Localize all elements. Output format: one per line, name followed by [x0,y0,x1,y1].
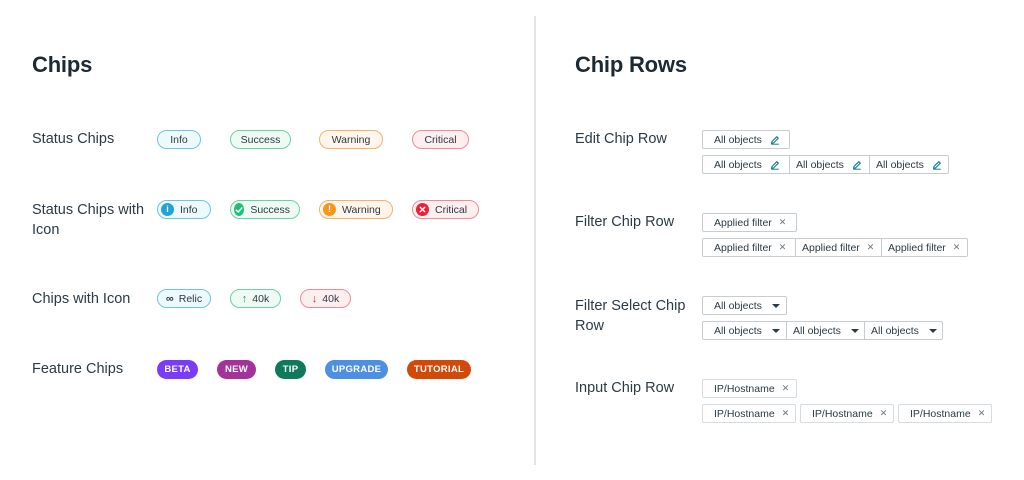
upgrade-chip[interactable]: UPGRADE [325,360,388,379]
chip-label: All objects [796,158,844,171]
chip-label: Critical [435,203,468,216]
tutorial-chip[interactable]: TUTORIAL [407,360,471,379]
chip-label: All objects [714,299,762,312]
filter-select-chip[interactable]: All objects [702,296,787,315]
close-icon[interactable]: ✕ [781,408,790,418]
chip-label: All objects [714,133,762,146]
critical-icon-chip[interactable]: Critical [412,200,479,219]
close-icon[interactable]: ✕ [866,242,875,252]
chip-label: 40k [252,292,270,305]
chip-label: All objects [714,324,762,337]
caret-down-icon [771,303,780,308]
caret-down-icon [928,328,937,333]
pencil-icon[interactable] [770,135,780,145]
edit-chip[interactable]: All objects [869,156,948,173]
success-icon-chip[interactable]: Success [230,200,300,219]
close-icon[interactable]: ✕ [781,383,790,393]
close-icon[interactable]: ✕ [977,408,986,418]
chip-label: IP/Hostname [812,407,873,420]
chips-title: Chips [32,52,93,77]
close-icon[interactable]: ✕ [778,217,787,227]
chip-label: Relic [178,292,203,305]
chip-label: Success [250,203,290,216]
edit-chip-row-label: Edit Chip Row [575,131,667,147]
chip-label: All objects [871,324,919,337]
panel-divider [534,16,536,465]
pencil-icon[interactable] [852,160,862,170]
chip-label: IP/Hostname [714,407,775,420]
input-chip[interactable]: IP/Hostname ✕ [702,379,797,398]
edit-chip-group: All objects All objects All objects [702,155,949,174]
tip-chip[interactable]: TIP [275,360,306,379]
filter-select-chip-row-label: Filter Select Chip Row [575,298,686,334]
info-chip[interactable]: Info [157,130,201,149]
arrow-down-icon: ↓ [311,292,318,305]
caret-down-icon [771,328,780,333]
filter-select-chip[interactable]: All objects [864,322,942,339]
filter-chip[interactable]: Applied filter ✕ [702,213,797,232]
filter-chip-row-label: Filter Chip Row [575,214,675,230]
pencil-icon[interactable] [770,160,780,170]
down-trend-chip[interactable]: ↓ 40k [300,289,351,308]
filter-chip[interactable]: Applied filter ✕ [703,239,795,256]
status-chips-label: Status Chips [32,131,115,147]
chip-label: Info [180,203,198,216]
chip-label: IP/Hostname [714,382,775,395]
warning-icon-chip[interactable]: ! Warning [319,200,393,219]
input-chip-row-label: Input Chip Row [575,380,675,396]
chip-label: All objects [876,158,924,171]
input-chip[interactable]: IP/Hostname ✕ [898,404,992,423]
up-trend-chip[interactable]: ↑ 40k [230,289,281,308]
filter-select-chip[interactable]: All objects [786,322,864,339]
status-chips-with-icon-label: Status Chips with Icon [32,202,145,238]
chips-panel: Chips Status Chips Info Success Warning … [32,52,479,379]
edit-chip[interactable]: All objects [703,156,789,173]
filter-chip-group: Applied filter ✕ Applied filter ✕ Applie… [702,238,968,257]
chip-rows-title: Chip Rows [575,52,687,77]
close-icon [416,203,429,216]
check-icon [234,203,245,216]
chip-rows-panel: Chip Rows Edit Chip Row All objects All … [537,0,1024,480]
input-chip[interactable]: IP/Hostname ✕ [702,404,796,423]
chips-with-icon-label: Chips with Icon [32,291,131,307]
close-icon[interactable]: ✕ [879,408,888,418]
filter-select-chip[interactable]: All objects [703,322,786,339]
filter-chip[interactable]: Applied filter ✕ [881,239,967,256]
new-chip[interactable]: NEW [217,360,256,379]
chip-label: 40k [322,292,340,305]
chip-label: Applied filter [802,241,860,254]
warning-chip[interactable]: Warning [319,130,383,149]
chip-label: Applied filter [888,241,946,254]
filter-select-chip-group: All objects All objects All objects [702,321,943,340]
infinity-icon: ∞ [165,292,174,305]
exclamation-icon: ! [323,203,336,216]
feature-chips-label: Feature Chips [32,361,124,377]
success-chip[interactable]: Success [230,130,291,149]
chip-label: Warning [342,203,381,216]
beta-chip[interactable]: BETA [157,360,198,379]
close-icon[interactable]: ✕ [778,242,787,252]
chip-label: Applied filter [714,241,772,254]
chip-label: All objects [793,324,841,337]
edit-chip[interactable]: All objects [702,130,790,149]
pencil-icon[interactable] [932,160,942,170]
chip-label: IP/Hostname [910,407,971,420]
filter-chip[interactable]: Applied filter ✕ [795,239,881,256]
chip-label: Applied filter [714,216,772,229]
caret-down-icon [850,328,859,333]
arrow-up-icon: ↑ [241,292,248,305]
relic-chip[interactable]: ∞ Relic [157,289,211,308]
input-chip[interactable]: IP/Hostname ✕ [800,404,894,423]
info-icon: i [161,203,174,216]
edit-chip[interactable]: All objects [789,156,869,173]
info-icon-chip[interactable]: i Info [157,200,211,219]
chip-label: All objects [714,158,762,171]
close-icon[interactable]: ✕ [952,242,961,252]
critical-chip[interactable]: Critical [412,130,469,149]
